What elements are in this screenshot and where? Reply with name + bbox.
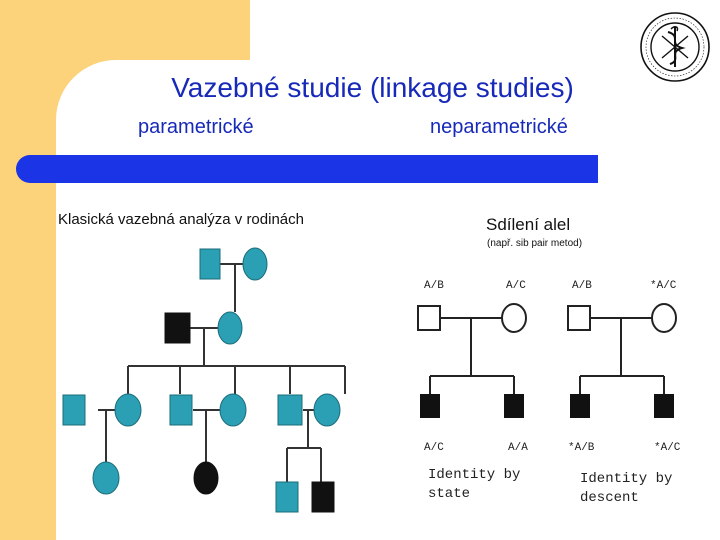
ibs-father-symbol bbox=[417, 305, 441, 331]
ibs-panel: A/B A/C A/C A/A Identity by state bbox=[417, 280, 528, 502]
pedigree-affected-female-gen4 bbox=[193, 461, 219, 495]
pedigree-male-gen3-3 bbox=[277, 394, 303, 426]
ibd-child1-genotype: *A/B bbox=[568, 442, 595, 454]
pedigree-affected-male-gen4 bbox=[311, 481, 335, 513]
ibs-child2-genotype: A/A bbox=[508, 442, 528, 454]
allele-sharing-heading: Sdílení alel bbox=[486, 215, 570, 234]
pedigree-female-gen3-3 bbox=[313, 393, 341, 427]
ibd-parent1-genotype: A/B bbox=[572, 280, 592, 292]
content-panel bbox=[56, 60, 720, 540]
ibd-caption-line1: Identity by bbox=[580, 471, 672, 487]
ibs-parent1-genotype: A/B bbox=[424, 280, 444, 292]
ibd-panel: A/B *A/C *A/B *A/C Identity by descent bbox=[567, 280, 681, 506]
pedigree-male-gen4-2 bbox=[275, 481, 299, 513]
subtitle-nonparametric: neparametrické bbox=[430, 116, 568, 138]
allele-sharing-subheading: (např. sib pair metod) bbox=[487, 238, 582, 249]
linkage-study-figure: Klasická vazebná analýza v rodinách bbox=[58, 211, 681, 513]
pedigree-female-gen3-2 bbox=[219, 393, 247, 427]
pedigree-affected-male-gen2 bbox=[164, 312, 191, 344]
ibs-child2-symbol bbox=[504, 394, 524, 418]
ibd-parent2-genotype: *A/C bbox=[650, 280, 677, 292]
pedigree-female-gen2 bbox=[217, 311, 243, 345]
pedigree-chart bbox=[98, 263, 346, 482]
title-divider-bar bbox=[16, 155, 598, 183]
ibd-child1-symbol bbox=[570, 394, 590, 418]
subtitle-parametric: parametrické bbox=[138, 116, 254, 138]
ibd-child2-genotype: *A/C bbox=[654, 442, 681, 454]
ibd-child2-symbol bbox=[654, 394, 674, 418]
slide-title: Vazebné studie (linkage studies) bbox=[171, 72, 574, 103]
ibd-father-symbol bbox=[567, 305, 591, 331]
ibs-caption-line2: state bbox=[428, 486, 470, 502]
ibd-caption-line2: descent bbox=[580, 490, 639, 506]
university-seal-icon bbox=[640, 12, 710, 82]
pedigree-male-gen3-2 bbox=[169, 394, 193, 426]
ibs-parent2-genotype: A/C bbox=[506, 280, 526, 292]
pedigree-female-gen1 bbox=[242, 247, 268, 281]
pedigree-heading: Klasická vazebná analýza v rodinách bbox=[58, 211, 304, 228]
ibs-mother-symbol bbox=[501, 303, 527, 333]
ibd-mother-symbol bbox=[651, 303, 677, 333]
pedigree-female-gen3-1 bbox=[114, 393, 142, 427]
ibs-caption-line1: Identity by bbox=[428, 467, 520, 483]
pedigree-male-gen1 bbox=[199, 248, 221, 280]
pedigree-male-gen3-1 bbox=[62, 394, 86, 426]
ibs-child1-symbol bbox=[420, 394, 440, 418]
ibs-child1-genotype: A/C bbox=[424, 442, 444, 454]
pedigree-female-gen4-1 bbox=[92, 461, 120, 495]
